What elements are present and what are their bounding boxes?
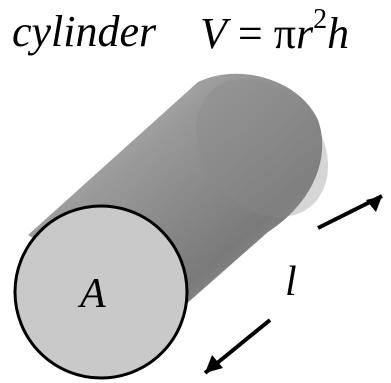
formula-h: h [327, 9, 350, 58]
area-label: A [80, 271, 106, 317]
formula-exponent: 2 [313, 4, 328, 35]
title-word: cylinder [12, 6, 156, 57]
front-face [13, 204, 189, 380]
formula-r: r [295, 9, 314, 58]
formula-pi: π [273, 9, 296, 58]
formula-equals: = [237, 9, 263, 58]
back-cap [195, 78, 329, 218]
title-cylinder: cylinder [12, 7, 157, 56]
length-arrow [203, 194, 383, 375]
volume-formula: V = πr2h [200, 4, 350, 59]
length-label: l [285, 259, 297, 305]
formula-v: V [200, 9, 227, 58]
